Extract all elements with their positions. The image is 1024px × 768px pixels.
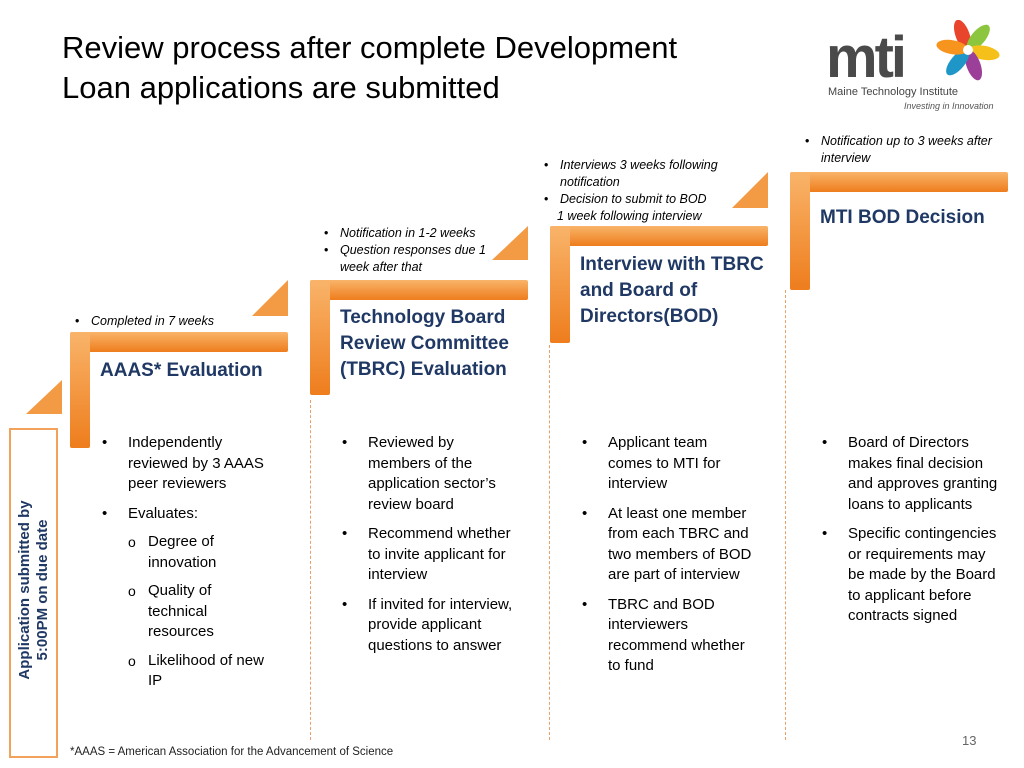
step-bar-horizontal	[550, 226, 768, 246]
detail-item: Reviewed by members of the application s…	[334, 433, 514, 515]
detail-item: Applicant team comes to MTI for intervie…	[574, 433, 754, 495]
detail-item: Recommend whether to invite applicant fo…	[334, 524, 514, 586]
application-submitted-label: Application submitted by 5:00PM on due d…	[16, 500, 51, 680]
column-divider	[785, 290, 786, 740]
logo-petal	[966, 24, 990, 51]
detail-item: Independently reviewed by 3 AAAS peer re…	[94, 433, 274, 495]
note-continuation: 1 week following interview	[557, 209, 702, 223]
step-1-notes: Completed in 7 weeks	[73, 313, 273, 330]
step-1-title: AAAS* Evaluation	[100, 360, 263, 381]
detail-item: TBRC and BOD interviewers recommend whet…	[574, 595, 754, 677]
step-arrow-tip	[252, 280, 288, 316]
logo-tagline: Investing in Innovation	[904, 101, 994, 111]
application-submitted-box	[9, 428, 58, 758]
step-2-details: Reviewed by members of the application s…	[334, 433, 514, 665]
logo-petal	[953, 20, 972, 51]
step-2-title: Technology Board Review Committee (TBRC)…	[340, 307, 509, 380]
mti-logo: mti Maine Technology Institute Investing…	[826, 20, 1016, 115]
step-4-title: MTI BOD Decision	[820, 207, 985, 228]
page-number: 13	[962, 733, 977, 748]
step-4-notes: Notification up to 3 weeks after intervi…	[803, 133, 993, 167]
detail-item: Specific contingencies or requirements m…	[814, 524, 1004, 627]
detail-subitem: Likelihood of new IP	[128, 651, 274, 692]
step-3-details: Applicant team comes to MTI for intervie…	[574, 433, 754, 686]
slide-title: Review process after complete Developmen…	[62, 28, 802, 108]
step-3-notes: Interviews 3 weeks following notificatio…	[542, 157, 742, 225]
note-item: Decision to submit to BOD	[544, 191, 742, 208]
step-3-title: Interview with TBRC and Board of Directo…	[580, 254, 764, 327]
step-bar-horizontal	[790, 172, 1008, 192]
logo-wordmark: mti	[826, 25, 907, 90]
step-4-details: Board of Directors makes final decision …	[814, 433, 1004, 636]
step-bar-vertical	[70, 332, 90, 448]
column-divider	[310, 400, 311, 740]
logo-petal	[936, 39, 969, 55]
step-bar-vertical	[790, 172, 810, 290]
slide-title-line1: Review process after complete Developmen…	[62, 30, 678, 65]
step-arrow-tip	[26, 380, 62, 414]
note-item: Notification up to 3 weeks after intervi…	[805, 133, 993, 167]
logo-flower-icon	[936, 20, 1000, 81]
detail-subitem: Quality of technical resources	[128, 581, 274, 643]
step-2-notes: Notification in 1-2 weeks Question respo…	[322, 225, 502, 276]
step-bar-horizontal	[70, 332, 288, 352]
logo-petal	[964, 49, 983, 81]
note-item: Completed in 7 weeks	[75, 313, 273, 330]
slide-title-line2: Loan applications are submitted	[62, 70, 500, 105]
detail-item: Board of Directors makes final decision …	[814, 433, 1004, 515]
detail-item: At least one member from each TBRC and t…	[574, 504, 754, 586]
logo-org-name: Maine Technology Institute	[828, 86, 959, 98]
note-item: Question responses due 1 week after that	[324, 242, 502, 276]
step-bar-horizontal	[310, 280, 528, 300]
detail-subitem: Degree of innovation	[128, 532, 274, 573]
detail-item: If invited for interview, provide applic…	[334, 595, 514, 657]
step-1-details: Independently reviewed by 3 AAAS peer re…	[94, 433, 274, 701]
step-bar-vertical	[550, 226, 570, 343]
step-bar-vertical	[310, 280, 330, 395]
note-item: Notification in 1-2 weeks	[324, 225, 502, 242]
detail-item: Evaluates: Degree of innovation Quality …	[94, 504, 274, 692]
column-divider	[549, 345, 550, 740]
footnote: *AAAS = American Association for the Adv…	[70, 746, 394, 758]
note-item: Interviews 3 weeks following notificatio…	[544, 157, 742, 191]
logo-petal	[946, 49, 970, 76]
